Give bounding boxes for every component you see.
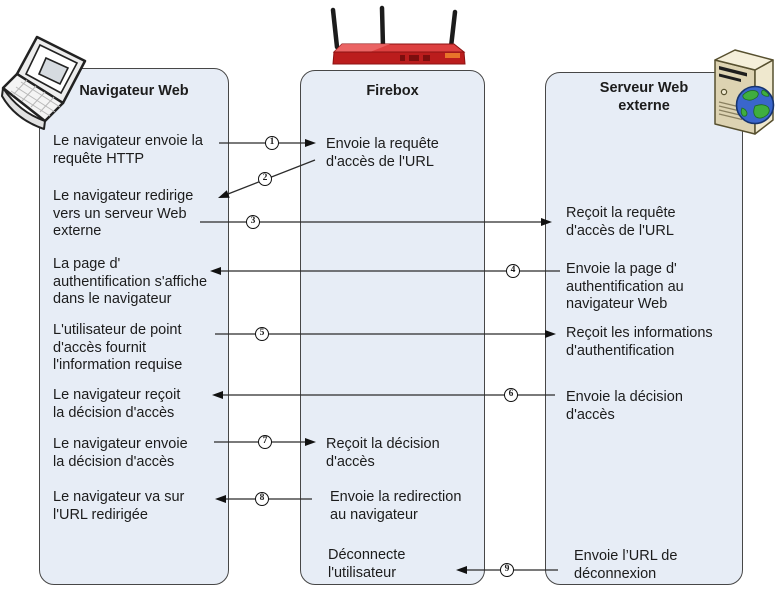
arrow-number-8: 8 — [255, 492, 269, 506]
lane-title-serveur-web-externe: Serveur Web externe — [599, 80, 689, 114]
arrow-6 — [212, 391, 555, 399]
laptop-icon — [1, 32, 107, 137]
lane-title-navigateur-web: Navigateur Web — [79, 83, 189, 99]
web-server-icon — [697, 40, 775, 143]
arrow-number-7: 7 — [258, 435, 272, 449]
arrow-number-5: 5 — [255, 327, 269, 341]
lane-navigateur-web — [39, 68, 229, 585]
lane-serveur-web-externe — [545, 72, 743, 585]
arrow-number-3: 3 — [246, 215, 260, 229]
arrow-number-9: 9 — [500, 563, 514, 577]
arrow-4 — [210, 267, 560, 275]
arrow-number-4: 4 — [506, 264, 520, 278]
arrow-number-6: 6 — [504, 388, 518, 402]
firebox-router-icon — [328, 4, 468, 71]
lane-firebox — [300, 70, 485, 585]
arrow-5 — [215, 330, 556, 338]
arrow-1 — [219, 139, 316, 147]
arrow-8 — [215, 495, 312, 503]
arrow-number-2: 2 — [258, 172, 272, 186]
arrow-number-1: 1 — [265, 136, 279, 150]
lane-title-firebox: Firebox — [366, 83, 419, 99]
